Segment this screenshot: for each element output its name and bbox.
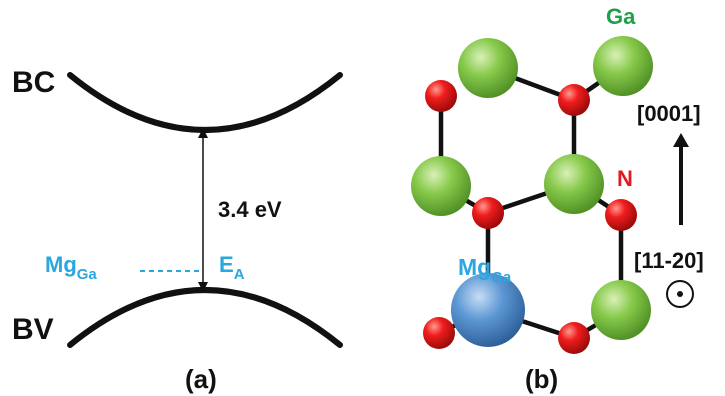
dopant-label-b: MgGa [458, 254, 512, 286]
n-atom [425, 80, 457, 112]
atoms [411, 36, 653, 354]
ga-label: Ga [606, 4, 636, 29]
valence-band-label: BV [12, 313, 54, 346]
crystal-structure: Ga N MgGa [0001] [11-20] (b) [411, 4, 704, 394]
ga-atom [591, 280, 651, 340]
band-gap-value: 3.4 eV [218, 197, 282, 222]
acceptor-label-main: E [219, 252, 234, 277]
n-label: N [617, 166, 633, 191]
n-atom [558, 322, 590, 354]
ga-atom [544, 154, 604, 214]
valence-band-curve [67, 287, 343, 348]
n-atom [423, 317, 455, 349]
ga-atom [593, 36, 653, 96]
panel-a-caption: (a) [185, 364, 217, 394]
ga-atom [458, 38, 518, 98]
panel-b-caption: (b) [525, 364, 558, 394]
n-atom [558, 84, 590, 116]
ga-atom [411, 156, 471, 216]
n-atom [605, 199, 637, 231]
direction-11-20-label: [11-20] [634, 248, 704, 273]
conduction-band-label: BC [12, 66, 55, 99]
band-diagram: BC BV 3.4 eV MgGa EA (a) [12, 66, 343, 394]
direction-0001-label: [0001] [637, 101, 701, 126]
dopant-label-main: Mg [45, 252, 77, 277]
dopant-label-a: MgGa [45, 252, 97, 283]
dopant-label-sub: Ga [77, 266, 98, 283]
out-of-plane-icon [666, 280, 694, 308]
dopant-label-b-main: Mg [458, 254, 491, 280]
n-atom [472, 197, 504, 229]
conduction-band-curve [67, 72, 343, 133]
dopant-label-b-sub: Ga [491, 269, 512, 286]
mg-atom [451, 273, 525, 347]
acceptor-level-label: EA [219, 252, 245, 283]
acceptor-label-sub: A [234, 266, 245, 283]
